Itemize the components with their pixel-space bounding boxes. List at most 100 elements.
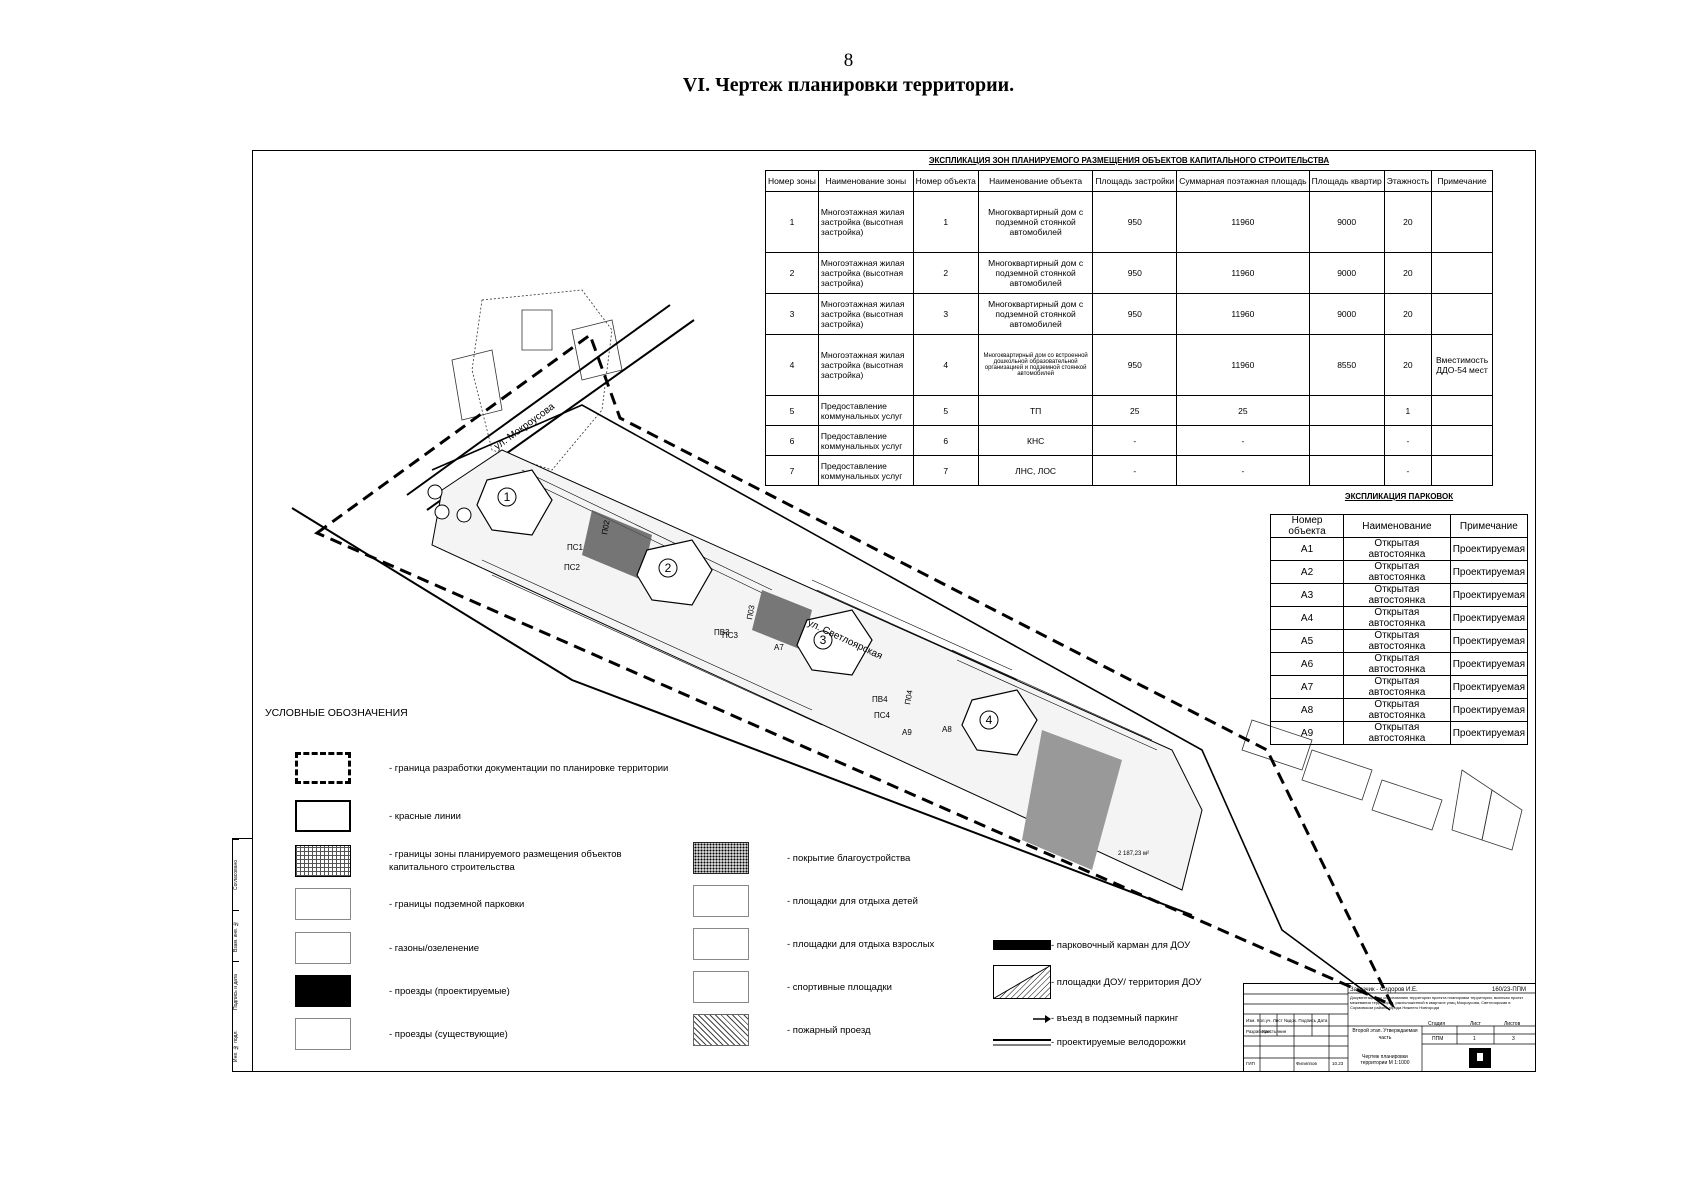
stamp-gip-name: Филиппов [1296, 1061, 1317, 1066]
table-cell: 11960 [1176, 191, 1310, 253]
legend-text: - проезды (существующие) [389, 1028, 508, 1040]
stamp-stage: Второй этап. Утверждаемая часть [1352, 1028, 1418, 1041]
table-cell: Многоквартирный дом со встроенной дошкол… [977, 334, 1094, 396]
table-cell: Проектируемая [1449, 583, 1529, 607]
building-number: 2 [665, 561, 672, 575]
stamp-sheets-value: 3 [1512, 1036, 1515, 1042]
stamp-sheet-title: Чертеж планировки территории М 1:1000 [1360, 1054, 1410, 1066]
table-cell: А3 [1269, 583, 1345, 607]
parking-table-title: ЭКСПЛИКАЦИЯ ПАРКОВОК [1344, 492, 1454, 501]
table-cell: 2 [912, 252, 979, 294]
table-cell: Проектируемая [1449, 606, 1529, 630]
paving-area [1022, 730, 1122, 870]
stamp-customer: Заказчик - Сидоров И.Е. [1350, 987, 1418, 993]
utility-markers [427, 484, 472, 523]
plan-labels: П02 ПС1 ПС2 П03 ПС3 П04 ПС4 А7 А8 А9 ПВ3… [564, 519, 952, 737]
legend-item: - площадки для отдыха детей [693, 885, 918, 917]
table-cell: 20 [1383, 334, 1433, 396]
table-cell [1308, 395, 1385, 426]
table-cell: Многоэтажная жилая застройка (высотная з… [817, 293, 914, 335]
stamp-developer-name: Крестьянин [1262, 1029, 1287, 1034]
table-cell: Многоэтажная жилая застройка (высотная з… [817, 252, 914, 294]
col-header: Номер зоны [765, 170, 819, 192]
sports-area-swatch [693, 971, 749, 1003]
table-cell: Проектируемая [1449, 629, 1529, 653]
table-cell: 7 [912, 455, 979, 486]
red-line-swatch [295, 800, 351, 832]
legend-item: - пожарный проезд [693, 1014, 871, 1046]
building-number: 1 [504, 490, 511, 504]
legend-item: - въезд в подземный паркинг [993, 1012, 1178, 1025]
table-cell: 25 [1176, 395, 1310, 426]
stamp-sheet-header: Лист [1470, 1021, 1481, 1027]
table-cell: 950 [1092, 293, 1178, 335]
legend-text: - газоны/озеленение [389, 942, 480, 954]
boundary-swatch [295, 752, 351, 784]
side-strip-cell: Инв. № подл. [233, 1030, 239, 1062]
table-cell: Многоквартирный дом с подземной стоянкой… [977, 191, 1094, 253]
zone-swatch [295, 845, 351, 877]
legend-item: - границы подземной парковки [295, 888, 524, 920]
table-cell: Открытая автостоянка [1343, 652, 1451, 676]
adults-area-swatch [693, 928, 749, 960]
table-cell: 25 [1092, 395, 1178, 426]
paving-area [752, 590, 812, 650]
paving-swatch [693, 842, 749, 874]
table-cell: Проектируемая [1449, 560, 1529, 584]
zones-table-header: Номер зоны Наименование зоны Номер объек… [765, 170, 1493, 192]
table-cell: 1 [1383, 395, 1433, 426]
zones-table-title: ЭКСПЛИКАЦИЯ ЗОН ПЛАНИРУЕМОГО РАЗМЕЩЕНИЯ … [928, 156, 1330, 165]
table-cell: 9000 [1308, 293, 1385, 335]
legend-text: - проектируемые велодорожки [1051, 1037, 1186, 1048]
site-plan: 1 2 3 4 П02 ПС1 ПС2 П03 ПС3 П04 ПС4 А7 А… [291, 289, 1523, 1011]
roads-existing-swatch [295, 1018, 351, 1050]
plan-label: ПС4 [874, 711, 891, 720]
col-header: Суммарная поэтажная площадь [1176, 170, 1310, 192]
table-cell: 20 [1383, 191, 1433, 253]
table-cell: 5 [765, 395, 819, 426]
stamp-gip: ГИП [1246, 1061, 1255, 1066]
legend-text: - границы подземной парковки [389, 898, 525, 910]
plan-label: А9 [902, 728, 912, 737]
table-cell: 11960 [1176, 334, 1310, 396]
legend-text: - пожарный проезд [787, 1024, 871, 1036]
stamp-stage-value: ППМ [1432, 1036, 1444, 1042]
plan-label: ПС2 [564, 563, 581, 572]
legend-text: - парковочный карман для ДОУ [1051, 939, 1191, 951]
table-cell: - [1383, 425, 1433, 456]
side-strip-cell: Взам. инв. № [233, 910, 239, 961]
col-header: Примечание [1449, 514, 1529, 538]
table-cell: Открытая автостоянка [1343, 675, 1451, 699]
col-header: Наименование [1343, 514, 1451, 538]
plan-label: ПВ4 [872, 695, 888, 704]
table-cell: Открытая автостоянка [1343, 560, 1451, 584]
col-header: Площадь квартир [1308, 170, 1385, 192]
table-cell: Открытая автостоянка [1343, 721, 1451, 745]
table-cell: А2 [1269, 560, 1345, 584]
legend-item: - проектируемые велодорожки [993, 1036, 1186, 1049]
plan-label: А8 [942, 725, 952, 734]
parking-table: Номер объекта Наименование Примечание А1… [1269, 514, 1529, 745]
table-cell: Предоставление коммунальных услуг [817, 455, 914, 486]
col-header: Площадь застройки [1092, 170, 1178, 192]
table-cell: - [1176, 455, 1310, 486]
legend-item: - площадки ДОУ/ территория ДОУ [993, 965, 1202, 999]
plan-label: П04 [903, 689, 915, 706]
table-cell: Многоквартирный дом с подземной стоянкой… [977, 293, 1094, 335]
table-cell: Открытая автостоянка [1343, 629, 1451, 653]
stamp-sheet-value: 1 [1473, 1036, 1476, 1042]
legend-item: - покрытие благоустройства [693, 842, 910, 874]
legend-text: - границы зоны планируемого размещения о… [389, 849, 622, 873]
table-cell: Многоэтажная жилая застройка (высотная з… [817, 191, 914, 253]
table-cell: А5 [1269, 629, 1345, 653]
building-number: 4 [986, 713, 993, 727]
area-label: 2 187,23 м² [1118, 851, 1149, 857]
table-cell: 2 [765, 252, 819, 294]
side-strip-cell: Подпись и дата [233, 961, 239, 1022]
stamp-sheets-header: Листов [1504, 1021, 1521, 1027]
table-cell [1431, 252, 1493, 294]
